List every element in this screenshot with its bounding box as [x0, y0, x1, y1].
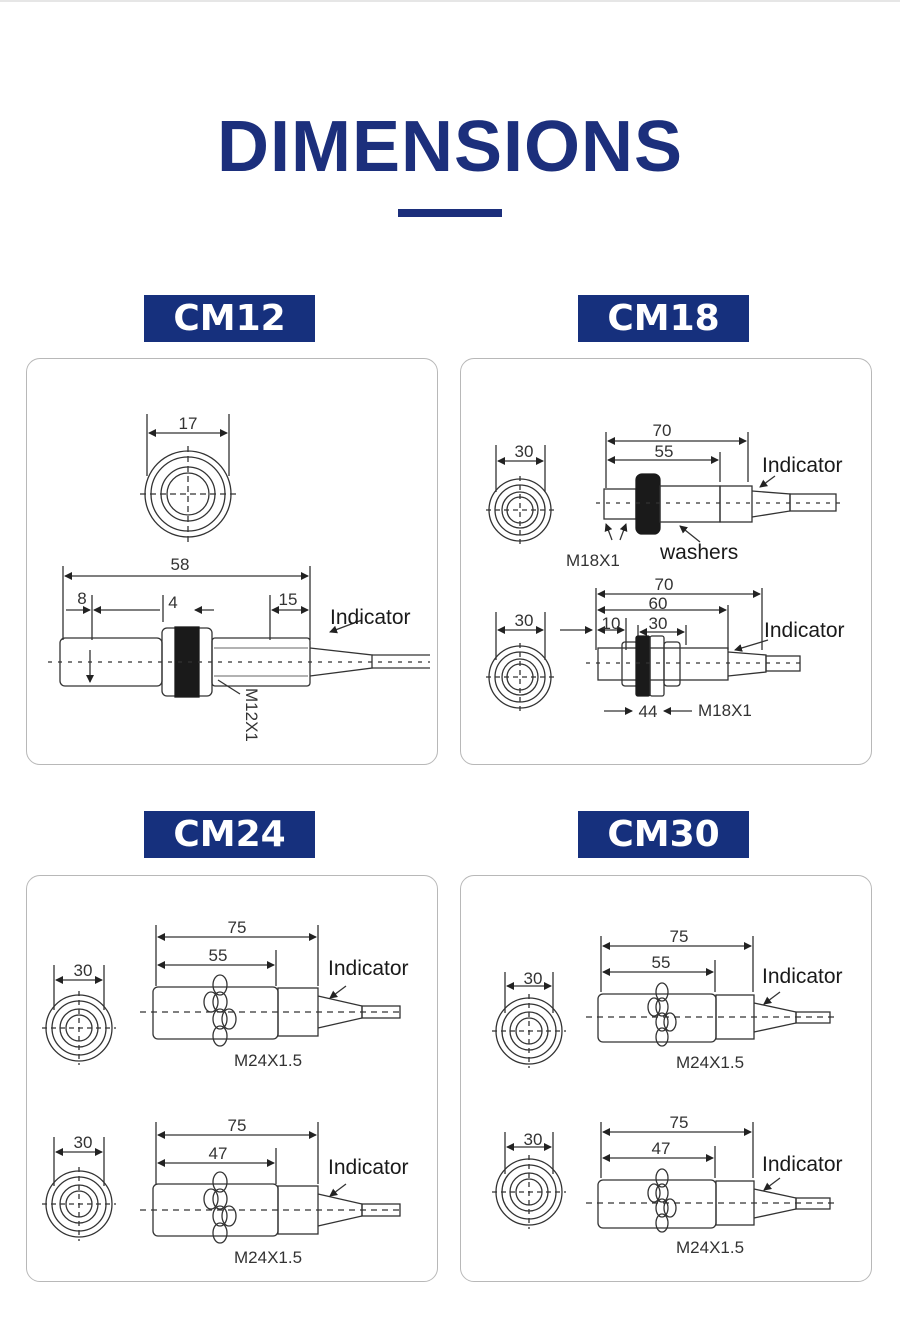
cm18-bottom-dim-nut: 44: [639, 702, 658, 721]
page-title: DIMENSIONS: [216, 107, 684, 187]
cm12-dim-total: 58: [171, 555, 190, 574]
cm30-top-side-view: [586, 936, 834, 1047]
cm12-dim-back: 15: [279, 590, 298, 609]
panel-cm18: [460, 358, 872, 765]
badge-cm24: CM24: [144, 811, 315, 858]
cm18-bottom-dim-front: 10: [602, 614, 621, 633]
cm24-bottom-dim-face: 30: [74, 1133, 93, 1152]
cm18-top-front-view: [486, 445, 554, 544]
cm30-top-dim-face: 30: [524, 969, 543, 988]
cm12-front-view: [140, 414, 236, 542]
badge-cm12: CM12: [144, 295, 315, 342]
panel-cm12: [26, 358, 438, 765]
cm24-bottom-thread-label: M24X1.5: [234, 1248, 302, 1267]
cm30-bottom-indicator-label: Indicator: [762, 1153, 843, 1176]
cm24-top-side-view: [140, 925, 404, 1047]
cm18-washers-label: washers: [659, 541, 738, 564]
cm18-top-dim-face: 30: [515, 442, 534, 461]
cm30-bottom-dim-face: 30: [524, 1130, 543, 1149]
cm24-top-dim-total: 75: [228, 918, 247, 937]
cm30-top-dim-thread-len: 55: [652, 953, 671, 972]
cm24-bottom-side-view: [140, 1122, 404, 1244]
cm30-bottom-thread-label: M24X1.5: [676, 1238, 744, 1257]
title-underline: [398, 209, 502, 217]
cm18-bottom-front-view: [486, 612, 554, 711]
cm30-drawing: [492, 936, 834, 1233]
cm18-bottom-dim-total: 70: [655, 575, 674, 594]
cm18-bottom-dim-mid: 30: [649, 614, 668, 633]
cm18-bottom-indicator-label: Indicator: [764, 619, 845, 642]
cm18-top-side-view: [596, 432, 840, 543]
cm30-bottom-front-view: [492, 1132, 566, 1229]
cm30-bottom-dim-total: 75: [670, 1113, 689, 1132]
cm18-bottom-thread-label: M18X1: [698, 701, 752, 720]
cm18-top-indicator-label: Indicator: [762, 454, 843, 477]
cm24-top-front-view: [42, 965, 116, 1065]
cm24-top-dim-face: 30: [74, 961, 93, 980]
cm18-top-thread-label: M18X1: [566, 551, 620, 570]
cm30-top-dim-total: 75: [670, 927, 689, 946]
cm24-bottom-dim-total: 75: [228, 1116, 247, 1135]
cm18-bottom-side-view: [560, 588, 806, 715]
badge-cm18: CM18: [578, 295, 749, 342]
cm12-dim-face: 17: [179, 414, 198, 433]
cm12-dim-front: 8: [77, 589, 86, 608]
cm18-top-dim-total: 70: [653, 421, 672, 440]
cm30-top-indicator-label: Indicator: [762, 965, 843, 988]
cm30-bottom-side-view: [586, 1122, 834, 1233]
cm24-bottom-dim-thread-len: 47: [209, 1144, 228, 1163]
cm12-drawing: [48, 414, 430, 698]
cm30-top-front-view: [492, 972, 566, 1068]
cm24-drawing: [42, 925, 404, 1244]
cm12-indicator-label: Indicator: [330, 606, 411, 629]
cm24-top-dim-thread-len: 55: [209, 946, 228, 965]
cm30-top-thread-label: M24X1.5: [676, 1053, 744, 1072]
cm18-bottom-dim-thread-len: 60: [649, 594, 668, 613]
cm30-bottom-dim-thread-len: 47: [652, 1139, 671, 1158]
cm12-side-view: [48, 566, 430, 698]
cm18-bottom-dim-face: 30: [515, 611, 534, 630]
cm18-drawing: [486, 432, 840, 715]
top-divider: [0, 0, 900, 2]
cm12-dim-nut: 4: [168, 593, 177, 612]
cm12-thread-label: M12X1: [242, 688, 261, 742]
cm24-top-indicator-label: Indicator: [328, 957, 409, 980]
cm24-bottom-front-view: [42, 1137, 116, 1241]
badge-cm30: CM30: [578, 811, 749, 858]
cm24-top-thread-label: M24X1.5: [234, 1051, 302, 1070]
cm24-bottom-indicator-label: Indicator: [328, 1156, 409, 1179]
cm18-top-dim-thread-len: 55: [655, 442, 674, 461]
